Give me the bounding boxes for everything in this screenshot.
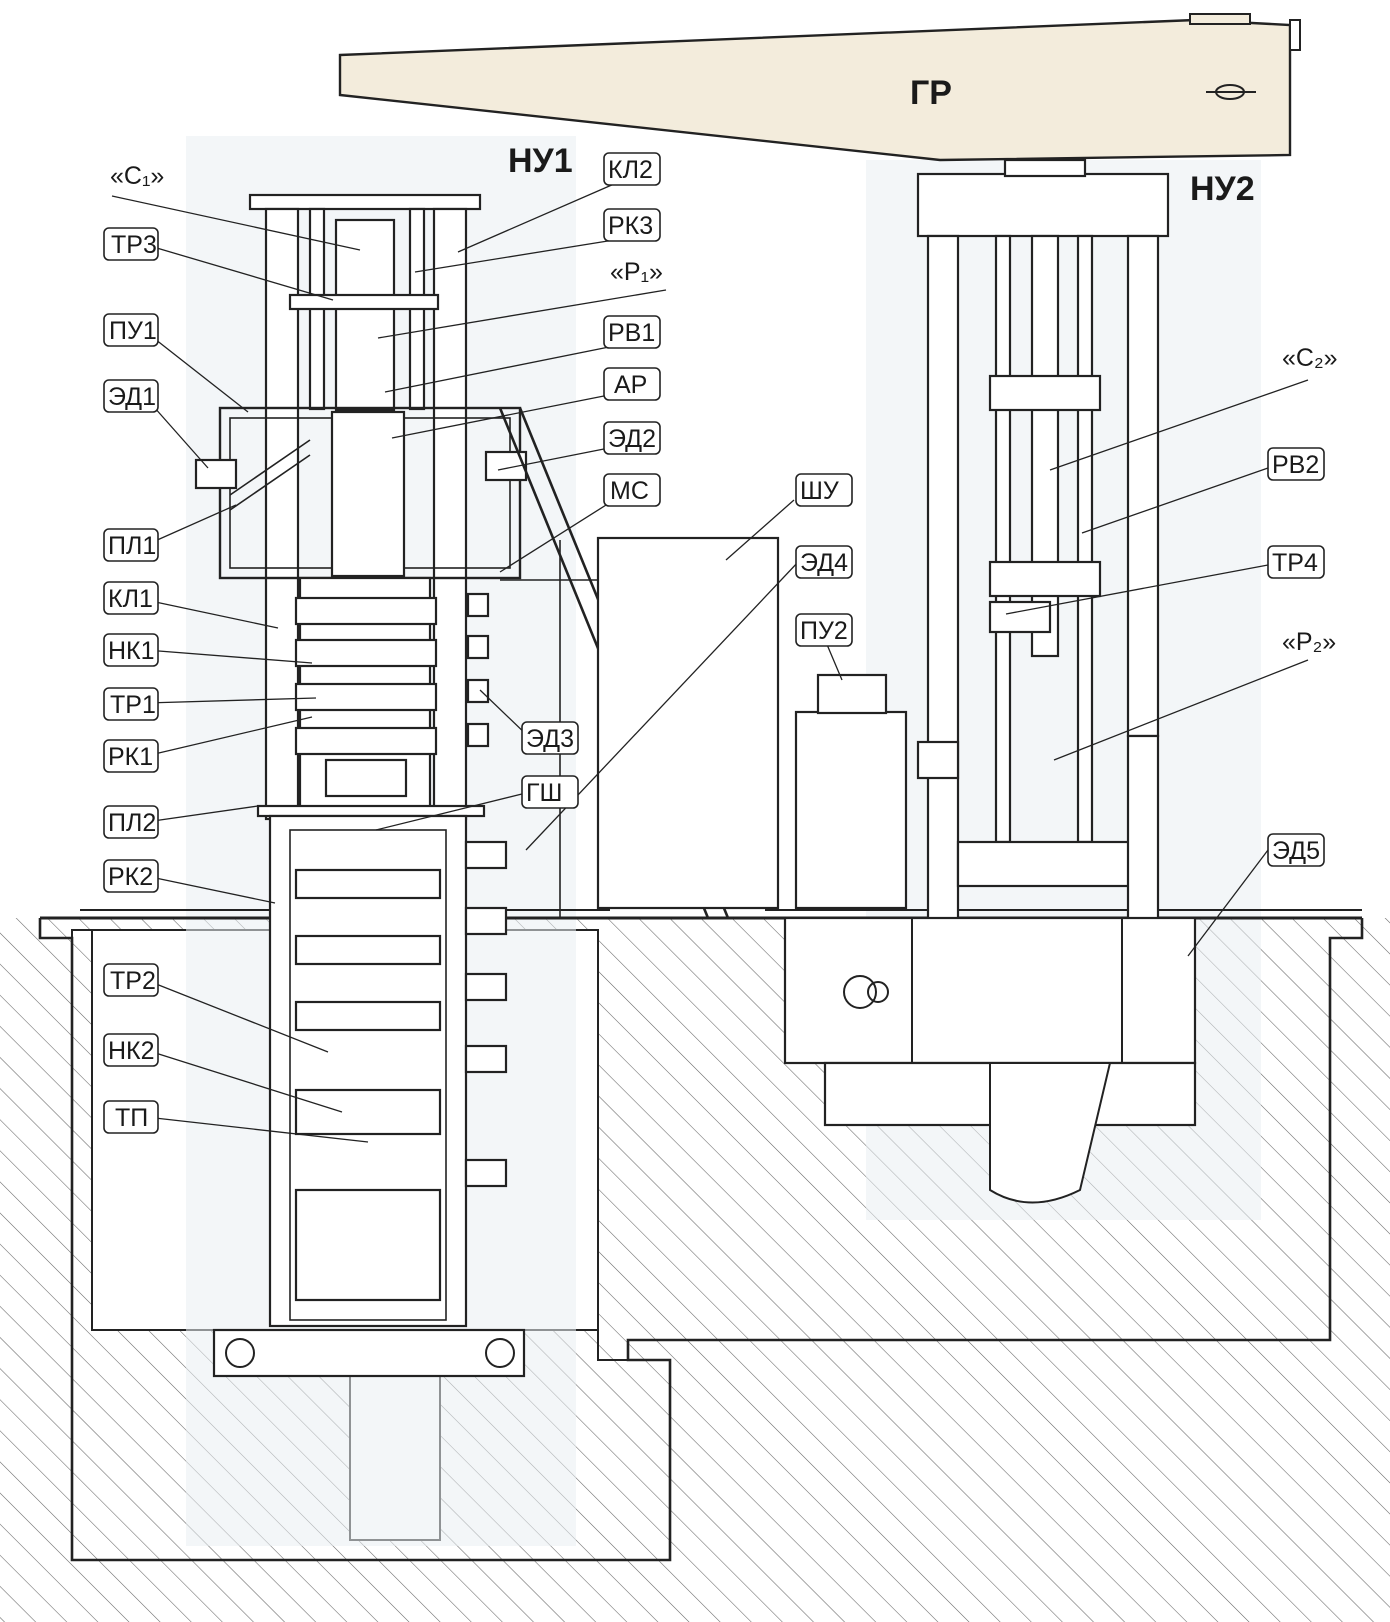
tag-kl2: КЛ2	[603, 152, 661, 186]
svg-text:РК2: РК2	[108, 863, 153, 891]
panel-pu2	[794, 673, 908, 910]
frame-nu2	[783, 158, 1197, 1204]
label-nu2: НУ2	[1190, 170, 1255, 208]
cabinet-shu	[596, 536, 780, 910]
tag-shu: ШУ	[795, 473, 853, 507]
svg-text:ПЛ2: ПЛ2	[108, 809, 156, 837]
tag-ed2: ЭД2	[603, 421, 661, 455]
tag-ar: АР	[603, 367, 661, 401]
frame-nu1	[194, 193, 730, 1378]
svg-text:РК3: РК3	[608, 212, 653, 240]
svg-text:РВ1: РВ1	[608, 319, 655, 347]
svg-text:ПУ2: ПУ2	[800, 617, 848, 645]
tag-nk1: НК1	[103, 633, 159, 667]
tag-rk2: РК2	[103, 859, 159, 893]
tag-gsh: ГШ	[521, 775, 579, 809]
svg-text:ПЛ1: ПЛ1	[108, 532, 156, 560]
label-nu1: НУ1	[508, 142, 573, 180]
svg-text:РК1: РК1	[108, 743, 153, 771]
svg-text:ТР3: ТР3	[111, 231, 157, 259]
tag-nk2: НК2	[103, 1033, 159, 1067]
tag-tr2: ТР2	[103, 963, 159, 997]
label-p1: «Р₁»	[610, 258, 663, 286]
svg-text:ТР4: ТР4	[1272, 549, 1318, 577]
svg-text:НК2: НК2	[108, 1037, 155, 1065]
tag-tr1: ТР1	[103, 687, 159, 721]
tag-ed1: ЭД1	[103, 379, 159, 413]
tag-rk1: РК1	[103, 739, 159, 773]
svg-text:ЭД3: ЭД3	[526, 725, 574, 753]
tag-ed5: ЭД5	[1267, 833, 1325, 867]
svg-text:ТР2: ТР2	[110, 967, 156, 995]
label-c2: «С₂»	[1282, 344, 1338, 372]
svg-text:АР: АР	[614, 371, 647, 399]
tag-pu2: ПУ2	[795, 613, 853, 647]
tag-pl1: ПЛ1	[103, 528, 159, 562]
svg-text:КЛ2: КЛ2	[608, 156, 653, 184]
svg-text:ЭД4: ЭД4	[800, 549, 848, 577]
tag-kl1: КЛ1	[103, 581, 159, 615]
callout-labels: «С₁» ТР3 ПУ1 ЭД1 ПЛ1 КЛ1 НК1 ТР1 РК1 ПЛ2…	[103, 74, 1338, 1134]
tag-ed3: ЭД3	[521, 721, 579, 755]
tag-rv2: РВ2	[1267, 447, 1325, 481]
label-c1: «С₁»	[110, 162, 164, 190]
svg-text:ГШ: ГШ	[526, 779, 562, 807]
tag-ed4: ЭД4	[795, 545, 853, 579]
label-p2: «Р₂»	[1282, 628, 1336, 656]
tag-pu1: ПУ1	[103, 313, 159, 347]
svg-text:ЭД1: ЭД1	[108, 383, 156, 411]
tag-tp: ТП	[103, 1100, 159, 1134]
tag-pl2: ПЛ2	[103, 805, 159, 839]
label-gr: ГР	[910, 74, 952, 112]
svg-text:ТП: ТП	[115, 1104, 148, 1132]
tag-tr3: ТР3	[103, 227, 159, 261]
svg-text:РВ2: РВ2	[1272, 451, 1319, 479]
svg-text:ЭД2: ЭД2	[608, 425, 656, 453]
svg-text:ПУ1: ПУ1	[109, 317, 157, 345]
svg-text:ШУ: ШУ	[800, 477, 839, 505]
tag-tr4: ТР4	[1267, 545, 1325, 579]
beam-gr	[338, 13, 1301, 162]
tag-ms: МС	[603, 473, 661, 507]
tag-rv1: РВ1	[603, 315, 661, 349]
svg-text:ЭД5: ЭД5	[1272, 837, 1320, 865]
tag-rk3: РК3	[603, 208, 661, 242]
svg-text:КЛ1: КЛ1	[108, 585, 153, 613]
svg-text:МС: МС	[610, 477, 649, 505]
svg-text:НК1: НК1	[108, 637, 155, 665]
svg-text:ТР1: ТР1	[110, 691, 156, 719]
